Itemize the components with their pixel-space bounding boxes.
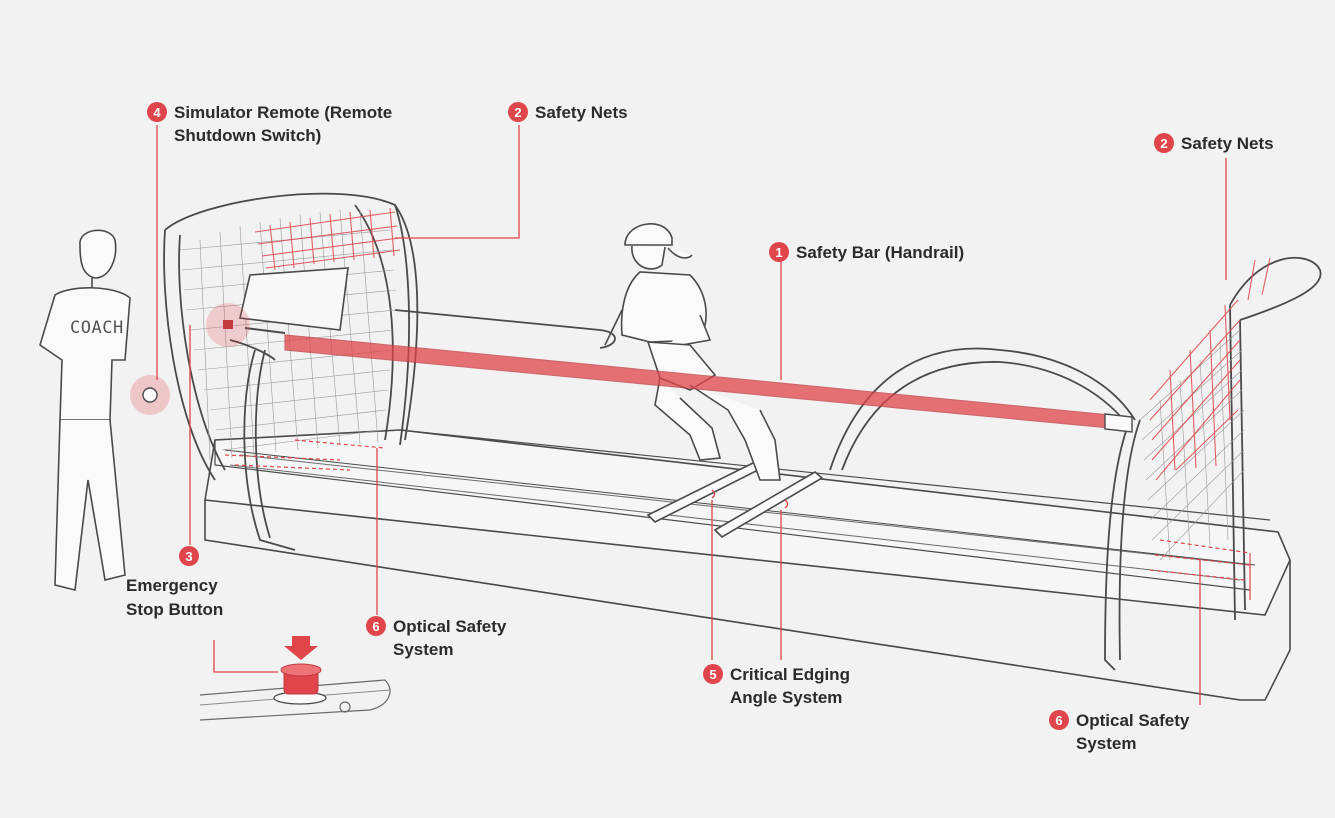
callout-number-badge: 5 — [703, 664, 723, 684]
right-net-highlight — [1150, 258, 1270, 480]
estop-detail — [200, 636, 390, 720]
callout-number-badge: 3 — [179, 546, 199, 566]
callout-number-badge: 6 — [366, 616, 386, 636]
callout-edging-angle: 5 Critical Edging Angle System — [703, 663, 850, 709]
callout-label: Safety Bar (Handrail) — [796, 241, 964, 264]
callout-safety-nets-left: 2 Safety Nets — [508, 101, 628, 124]
callout-safety-nets-right: 2 Safety Nets — [1154, 132, 1274, 155]
coach-figure — [40, 230, 130, 590]
callout-label: Safety Nets — [535, 101, 628, 124]
callout-label: Critical Edging Angle System — [730, 663, 850, 709]
callout-optical-right: 6 Optical Safety System — [1049, 709, 1189, 755]
callout-number-badge: 6 — [1049, 710, 1069, 730]
estop-marker — [223, 320, 233, 329]
control-panel-screen — [240, 268, 348, 330]
callout-number-badge: 2 — [1154, 133, 1174, 153]
callout-label: Optical Safety System — [393, 615, 506, 661]
skier-figure — [605, 224, 780, 480]
callout-safety-bar: 1 Safety Bar (Handrail) — [769, 241, 964, 264]
callout-label: Simulator Remote (Remote Shutdown Switch… — [174, 101, 392, 147]
callout-optical-left: 6 Optical Safety System — [366, 615, 506, 661]
callout-number-badge: 4 — [147, 102, 167, 122]
coach-shirt-text: COACH — [70, 318, 124, 338]
remote-icon — [143, 388, 157, 402]
callout-label: Safety Nets — [1181, 132, 1274, 155]
callout-number-badge: 1 — [769, 242, 789, 262]
callout-simulator-remote: 4 Simulator Remote (Remote Shutdown Swit… — [147, 101, 392, 147]
callout-estop-label: Emergency Stop Button — [126, 574, 223, 622]
callout-number-badge: 2 — [508, 102, 528, 122]
callout-estop-badge: 3 — [179, 545, 199, 566]
callout-label: Optical Safety System — [1076, 709, 1189, 755]
